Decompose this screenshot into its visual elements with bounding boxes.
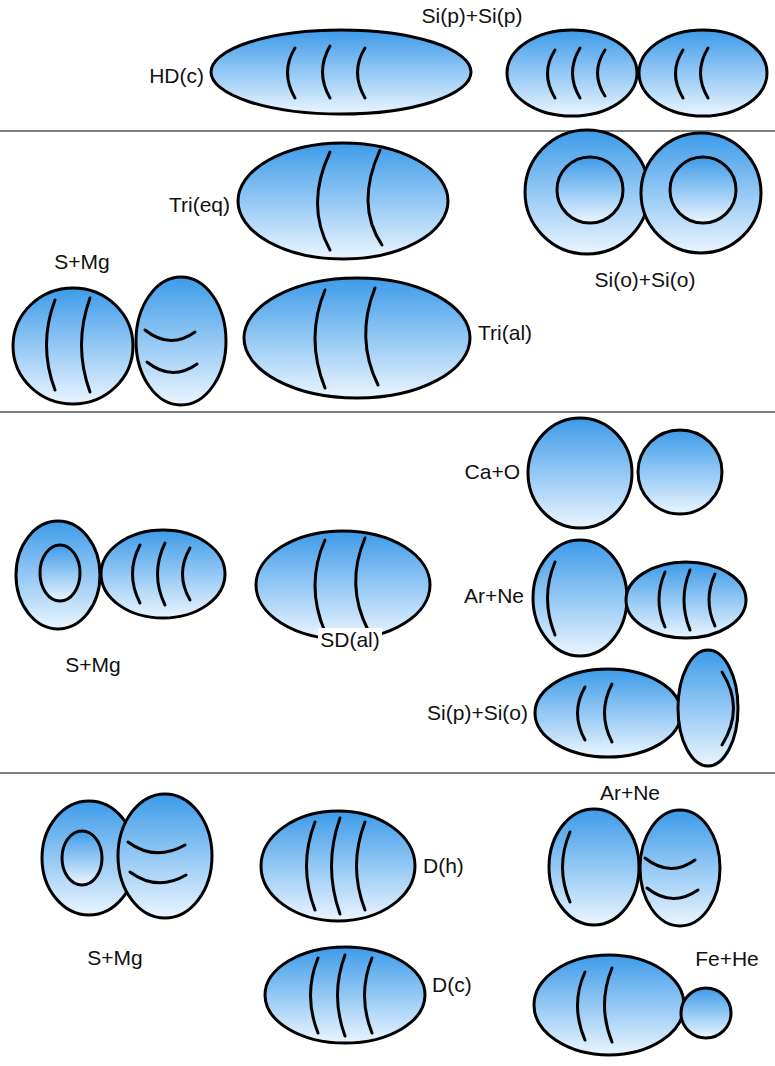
shape-label: Fe+He (693, 947, 761, 971)
shape-label: D(h) (421, 854, 466, 878)
shape-label: Ar+Ne (598, 781, 662, 805)
shape-label: S+Mg (52, 250, 111, 274)
shape-label: Tri(eq) (167, 193, 232, 217)
shape-label: Ar+Ne (462, 584, 526, 608)
shape-label: SD(al) (318, 628, 382, 652)
shape-label: S+Mg (85, 946, 144, 970)
shape-label: Ca+O (463, 460, 522, 484)
shape-label: Tri(al) (476, 321, 534, 345)
shape-label: S+Mg (63, 653, 122, 677)
shape-label: HD(c) (147, 64, 206, 88)
shape-label: Si(p)+Si(p) (420, 4, 525, 28)
shape-label: Si(p)+Si(o) (425, 701, 530, 725)
shape-label: D(c) (430, 973, 474, 997)
shape-label: Si(o)+Si(o) (593, 268, 698, 292)
